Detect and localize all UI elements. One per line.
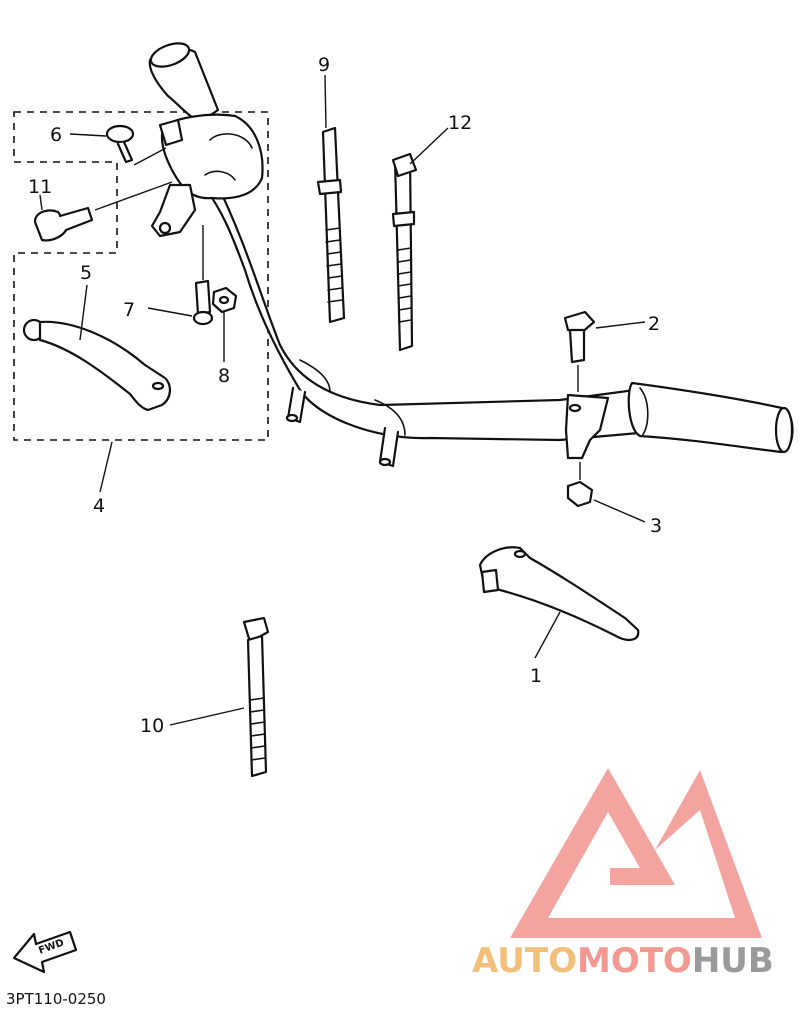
callout-4: 4 — [93, 495, 105, 517]
part-1-lever — [478, 546, 640, 659]
part-5-lever — [22, 284, 171, 412]
part-12-cable-strap — [391, 127, 449, 352]
handlebar — [203, 178, 794, 468]
callout-9: 9 — [318, 54, 330, 76]
callout-3: 3 — [650, 515, 662, 537]
callout-8: 8 — [218, 365, 230, 387]
callout-12: 12 — [448, 112, 472, 134]
part-6-screw — [69, 124, 167, 166]
callout-11: 11 — [28, 176, 52, 198]
callout-10: 10 — [140, 715, 164, 737]
part-7-bolt — [147, 225, 214, 326]
diagram-code: 3PT110-0250 — [6, 990, 106, 1008]
watermark-auto: AUTO — [472, 941, 577, 981]
watermark-text: AUTOMOTOHUB — [472, 941, 774, 981]
watermark-moto: MOTO — [577, 941, 692, 981]
callout-7: 7 — [123, 299, 135, 321]
part-3-nut — [566, 462, 646, 523]
part-11-bolt — [33, 181, 173, 242]
callout-6: 6 — [50, 124, 62, 146]
part-10-cable-strap — [169, 616, 270, 778]
fwd-arrow-icon: FWD — [12, 930, 78, 974]
throttle-grip-assembly — [148, 42, 264, 238]
leader-4 — [99, 441, 113, 493]
part-9-cable-strap — [316, 74, 346, 324]
watermark-logo — [510, 768, 762, 938]
callout-5: 5 — [80, 262, 92, 284]
callout-1: 1 — [530, 665, 542, 687]
part-2-bolt — [563, 310, 646, 392]
callout-2: 2 — [648, 313, 660, 335]
watermark-hub: HUB — [692, 941, 774, 981]
part-8-nut — [211, 286, 238, 362]
